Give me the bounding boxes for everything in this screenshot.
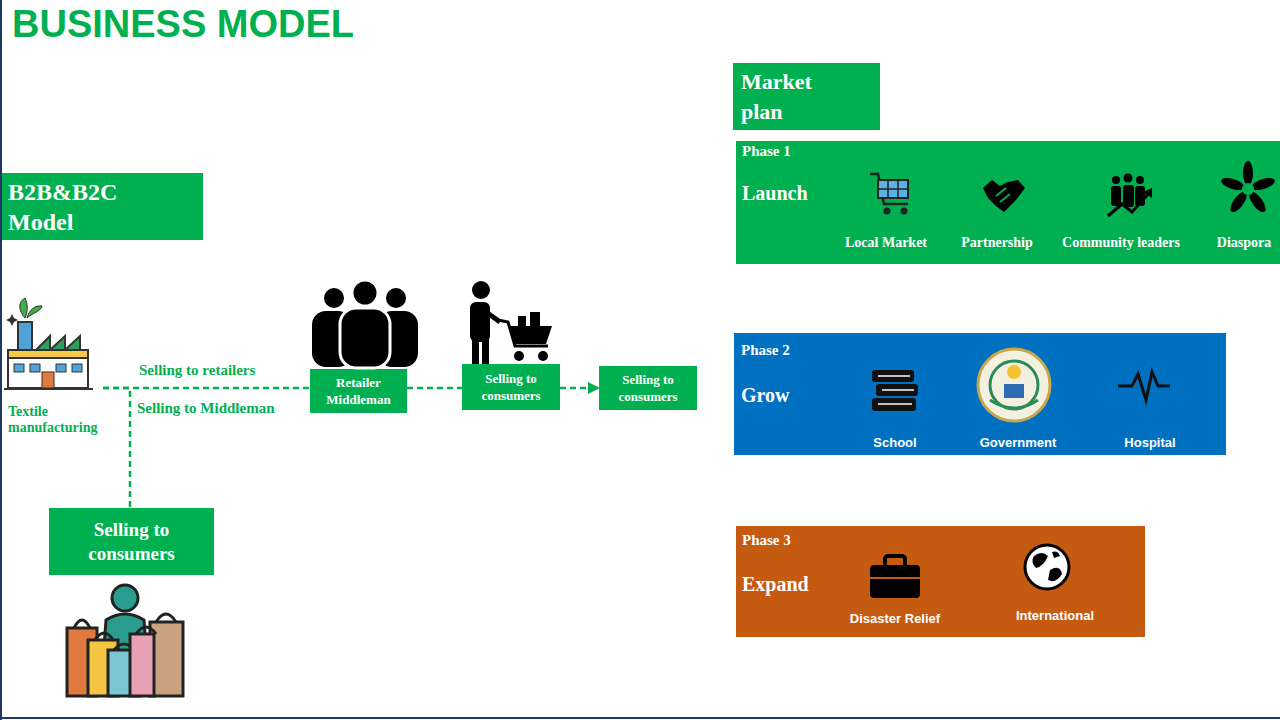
node-text: Selling to consumers xyxy=(464,370,558,404)
growth-people-icon xyxy=(1108,174,1152,217)
node-text: Launch xyxy=(742,181,808,205)
node-text: Selling to consumers xyxy=(51,518,212,566)
node-text: Partnership xyxy=(932,234,1062,251)
consumer-box: Selling to consumers xyxy=(599,366,697,410)
factory-node: Textile manufacturing xyxy=(3,296,103,446)
phase-band: Phase 1 LaunchLocal MarketPartnershipComm… xyxy=(736,141,1280,264)
node-text: Textile manufacturing xyxy=(8,404,103,436)
phase-heading: Phase 2 xyxy=(741,341,790,359)
globe-icon xyxy=(1025,545,1069,589)
retailer-box: Retailer Middleman xyxy=(310,369,407,413)
shopping-person-icon xyxy=(67,585,183,696)
node-text: Expand xyxy=(742,572,809,596)
dashed-connector xyxy=(103,387,310,390)
node-text: Selling to consumers xyxy=(601,371,695,405)
market-plan-box: Market plan xyxy=(733,63,880,130)
people-group-icon xyxy=(312,280,418,368)
node-text: Diaspora xyxy=(1179,234,1280,251)
node-text: Grow xyxy=(741,383,790,407)
node-text: Market plan xyxy=(741,67,836,127)
node-text: Retailer Middleman xyxy=(312,374,405,408)
node-text: Hospital xyxy=(1085,435,1215,451)
consumer-box: Selling to consumers xyxy=(49,508,214,575)
phase-heading: Phase 1 xyxy=(742,142,791,160)
node-text: Disaster Relief xyxy=(820,611,970,627)
edge-label: Selling to retailers xyxy=(139,361,255,379)
diaspora-icon xyxy=(1220,161,1276,215)
phase-band: Phase 3 ExpandDisaster Relief Internationa… xyxy=(736,526,1145,637)
dashed-connector xyxy=(560,387,599,390)
node-text: School xyxy=(830,435,960,451)
phase-heading: Phase 3 xyxy=(742,531,791,549)
emblem-icon xyxy=(978,349,1050,421)
node-text: Local Market xyxy=(821,234,951,251)
consumer-box: Selling to consumers xyxy=(462,364,560,410)
dashed-connector xyxy=(103,388,130,508)
factory-icon xyxy=(4,298,93,389)
flow-label: Selling to Middleman xyxy=(137,399,275,417)
briefcase-icon xyxy=(870,556,920,598)
books-icon xyxy=(872,370,918,411)
node-text: Community leaders xyxy=(1046,234,1196,251)
shopper-cart-icon xyxy=(470,281,552,364)
handshake-icon xyxy=(983,180,1025,212)
heartbeat-icon xyxy=(1118,372,1170,400)
cart-icon xyxy=(870,174,908,215)
model-box: B2B&B2C Model xyxy=(0,173,203,240)
node-text: B2B&B2C Model xyxy=(8,177,138,237)
phase-band: Phase 2 GrowSchoolGovernmentHospital xyxy=(734,333,1226,455)
node-text: Government xyxy=(953,435,1083,451)
node-text: International xyxy=(980,608,1130,624)
title-text: BUSINESS MODEL xyxy=(12,2,354,46)
dashed-connector xyxy=(407,387,462,390)
